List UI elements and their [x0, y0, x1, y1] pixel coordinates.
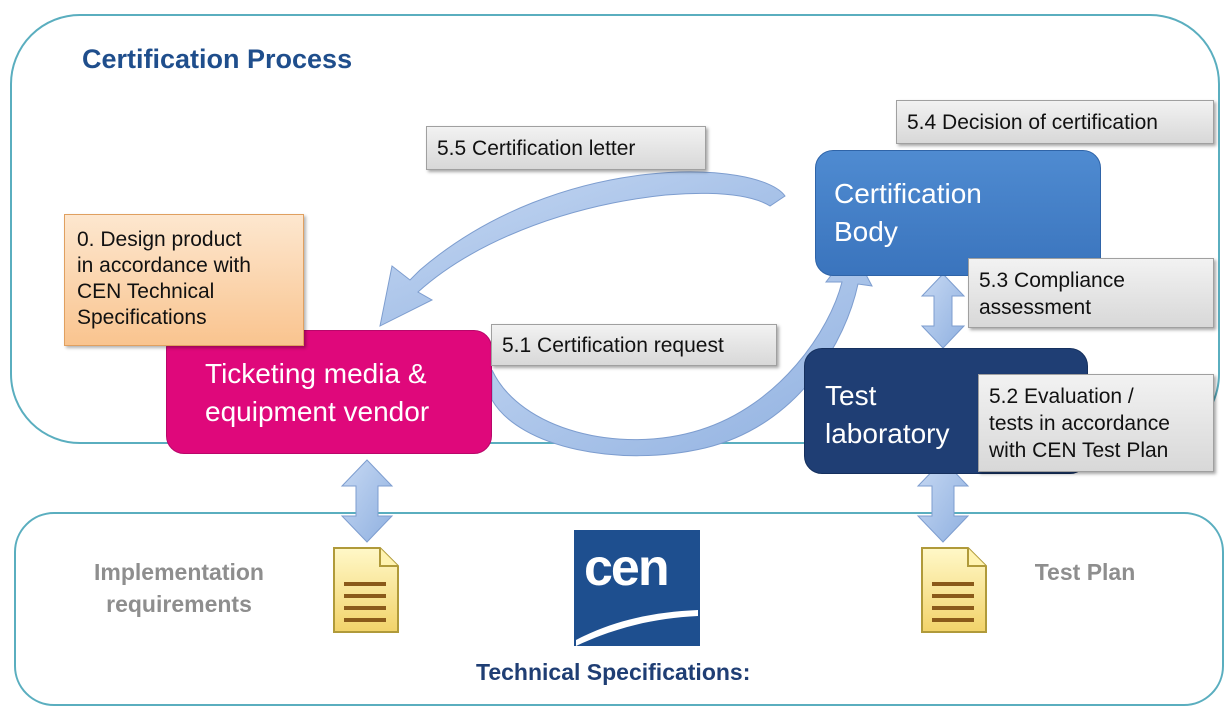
- testlab-plan-double-arrow: [916, 459, 970, 543]
- design-line-2: in accordance with: [77, 254, 251, 277]
- decision-callout: 5.4 Decision of certification: [896, 100, 1214, 144]
- evaluation-line-3: with CEN Test Plan: [989, 439, 1169, 462]
- design-line-1: 0. Design product: [77, 228, 242, 251]
- technical-specifications-label: Technical Specifications:: [476, 659, 751, 685]
- vendor-spec-double-arrow: [340, 459, 394, 543]
- vendor-box: Ticketing media & equipment vendor: [166, 330, 492, 454]
- evaluation-line-2: tests in accordance: [989, 412, 1170, 435]
- design-line-3: CEN Technical: [77, 280, 215, 303]
- certification-letter-arrow: [379, 171, 786, 327]
- compliance-line-1: 5.3 Compliance: [979, 269, 1125, 292]
- certification-letter-callout: 5.5 Certification letter: [426, 126, 706, 170]
- implementation-line-1: Implementation: [94, 559, 264, 585]
- evaluation-line-1: 5.2 Evaluation /: [989, 385, 1134, 408]
- implementation-line-2: requirements: [106, 591, 252, 617]
- implementation-requirements-label: Implementation requirements: [64, 556, 294, 620]
- evaluation-callout: 5.2 Evaluation / tests in accordance wit…: [978, 374, 1214, 472]
- compliance-double-arrow: [920, 273, 966, 349]
- cen-logo: cen: [574, 530, 700, 646]
- vendor-label-line2: equipment vendor: [205, 396, 430, 427]
- document-icon: [333, 547, 399, 633]
- cen-logo-text: cen: [584, 539, 670, 597]
- test-plan-document-icon: [921, 547, 987, 633]
- vendor-label-line1: Ticketing media &: [205, 358, 427, 389]
- certification-body-label-line2: Body: [834, 216, 898, 247]
- cen-logo-swoosh: [576, 610, 698, 646]
- test-plan-label: Test Plan: [1034, 559, 1136, 585]
- certification-request-arrow: [491, 247, 873, 457]
- design-product-callout: 0. Design product in accordance with CEN…: [64, 214, 304, 346]
- diagram-title: Certification Process: [82, 44, 353, 74]
- design-line-4: Specifications: [77, 306, 207, 329]
- compliance-callout: 5.3 Compliance assessment: [968, 258, 1214, 328]
- certification-body-label-line1: Certification: [834, 178, 982, 209]
- certification-request-callout: 5.1 Certification request: [491, 324, 777, 366]
- certification-body-box: Certification Body: [815, 150, 1101, 276]
- test-laboratory-label-line1: Test: [825, 380, 877, 411]
- test-laboratory-label-line2: laboratory: [825, 418, 950, 449]
- compliance-line-2: assessment: [979, 296, 1092, 319]
